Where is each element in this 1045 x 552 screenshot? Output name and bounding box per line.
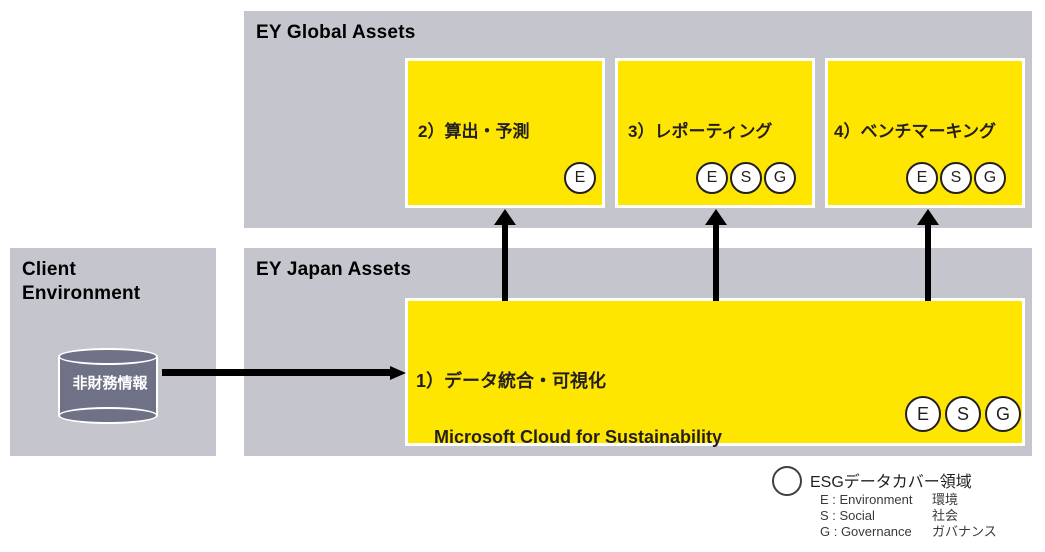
arrow-head-up-icon [494,209,516,225]
badge-g: G [764,162,796,194]
arrow-datastore-to-box1 [162,366,406,380]
process-box-3-label: 3）レポーティング [628,122,773,141]
process-box-2-label: 2）算出・予測 [418,122,530,141]
process-box-1-label-line1: 1）データ統合・可視化 [416,371,607,391]
arrow-stem [925,223,931,301]
legend-rows: E : Environment 環境 S : Social 社会 G : Gov… [820,492,997,540]
arrow-head-up-icon [917,209,939,225]
process-box-4-label: 4）ベンチマーキング [834,122,996,141]
legend-key-g: G : Governance [820,524,912,539]
arrow-stem [162,369,390,376]
arrow-box1-to-box2 [494,209,516,301]
legend-key-s: S : Social [820,508,875,523]
legend-key-e: E : Environment [820,492,913,507]
cylinder-bottom-ellipse [58,407,158,424]
client-environment-title: Client Environment [22,259,141,304]
esg-badges-box-4: E S G [906,162,1006,194]
datastore-label: 非財務情報 [72,375,148,392]
process-box-1-label: 1）データ統合・可視化 Microsoft Cloud for Sustaina… [416,339,722,451]
legend-jp-g: ガバナンス [932,524,997,539]
badge-s: S [730,162,762,194]
ey-japan-assets-title: EY Japan Assets [256,259,412,280]
legend-row: E : Environment 環境 [820,492,997,508]
arrow-stem [502,223,508,301]
process-box-1-label-line2: Microsoft Cloud for Sustainability [434,427,723,447]
arrow-stem [713,223,719,301]
badge-e: E [906,162,938,194]
badge-g: G [974,162,1006,194]
badge-g: G [985,396,1021,432]
esg-badges-box-2: E [564,162,596,194]
esg-badges-box-3: E S G [696,162,796,194]
arrow-head-right-icon [390,366,406,380]
esg-badges-box-1: E S G [905,396,1021,432]
legend-row: G : Governance ガバナンス [820,524,997,540]
cylinder-top-ellipse [58,348,158,365]
badge-s: S [940,162,972,194]
legend-circle-icon [772,466,802,496]
legend-jp-s: 社会 [932,508,959,523]
database-cylinder-icon: 非財務情報 [58,348,162,424]
legend-jp-e: 環境 [932,492,959,507]
arrow-head-up-icon [705,209,727,225]
badge-s: S [945,396,981,432]
legend-row: S : Social 社会 [820,508,997,524]
ey-global-assets-title: EY Global Assets [256,22,416,43]
badge-e: E [564,162,596,194]
badge-e: E [696,162,728,194]
cylinder-body [58,356,158,416]
legend-heading: ESGデータカバー領域 [810,474,972,491]
arrow-box1-to-box3 [705,209,727,301]
badge-e: E [905,396,941,432]
arrow-box1-to-box4 [917,209,939,301]
